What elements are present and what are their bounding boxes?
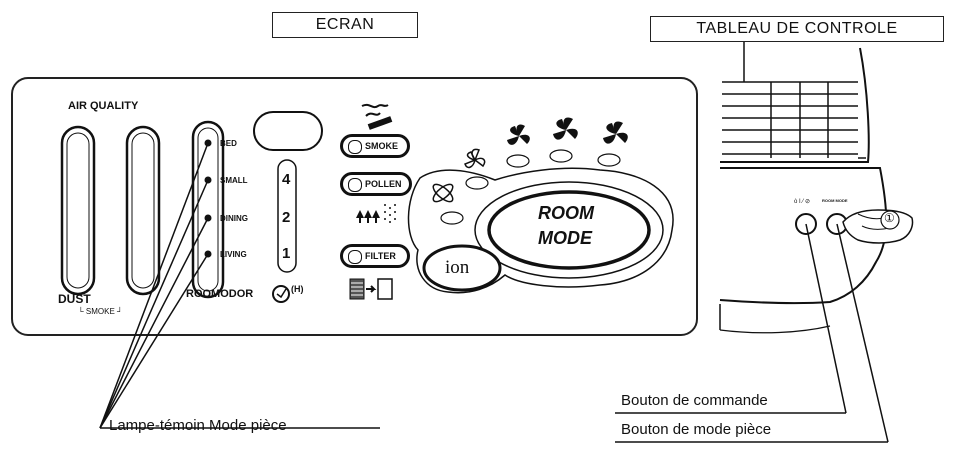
air-quality-column-1 [60, 125, 96, 296]
filter-button[interactable]: FILTER [340, 244, 410, 268]
filter-replace-icon [349, 278, 393, 300]
ion-button [422, 244, 502, 292]
room-level-column [191, 120, 225, 299]
pollen-button[interactable]: POLLEN [340, 172, 412, 196]
room-level-bed: BED [220, 139, 237, 148]
room-level-dining: DINING [220, 214, 248, 223]
dust-label: DUST [58, 292, 91, 306]
ion-label: ion [445, 257, 470, 278]
timer-display [253, 111, 323, 151]
air-quality-label: AIR QUALITY [68, 100, 139, 112]
room-mode-lamp-callout: Lampe-témoin Mode pièce [109, 417, 287, 434]
step-one-label: ① [884, 211, 895, 225]
air-quality-column-2 [125, 125, 161, 296]
fan-turbo-icon [603, 121, 628, 144]
room-level-living: LIVING [220, 250, 247, 259]
fan-medium-icon [507, 124, 530, 145]
roomodor-label: ROOMODOR [186, 288, 254, 300]
fan-auto-icon [432, 183, 454, 203]
smoke-button[interactable]: SMOKE [340, 134, 410, 158]
room-number-1: 1 [282, 245, 291, 262]
room-level-small: SMALL [220, 176, 248, 185]
room-number-4: 4 [282, 171, 291, 188]
cigarette-icon [361, 103, 393, 130]
room-mode-text-1: ROOM [538, 203, 594, 223]
device-leader-lines [615, 223, 889, 443]
lamp-leader-lines [99, 142, 380, 429]
command-button-tag: ȯ I ⁄ ⊘ [794, 199, 811, 205]
room-number-slot [277, 159, 297, 273]
command-button-callout: Bouton de commande [621, 392, 768, 409]
room-mode-button-callout: Bouton de mode pièce [621, 421, 772, 438]
pollen-icon [356, 204, 396, 223]
fan-high-icon [553, 117, 578, 140]
room-mode-button-tag: ROOM MODE [822, 198, 848, 203]
pressing-hand-icon [842, 209, 914, 244]
fan-low-icon [464, 148, 486, 169]
device-grille [722, 42, 858, 158]
step-one-marker [880, 210, 900, 230]
room-mode-text-2: MODE [538, 228, 592, 248]
room-number-2: 2 [282, 209, 291, 226]
room-mode-button [487, 190, 651, 270]
screen-title: ECRAN [272, 12, 418, 38]
control-panel-title: TABLEAU DE CONTROLE [650, 16, 944, 42]
hour-mark: (H) [291, 284, 304, 294]
device-body [720, 47, 870, 163]
smoke-sub-label: └ SMOKE ┘ [78, 307, 123, 316]
clock-icon [272, 285, 290, 303]
